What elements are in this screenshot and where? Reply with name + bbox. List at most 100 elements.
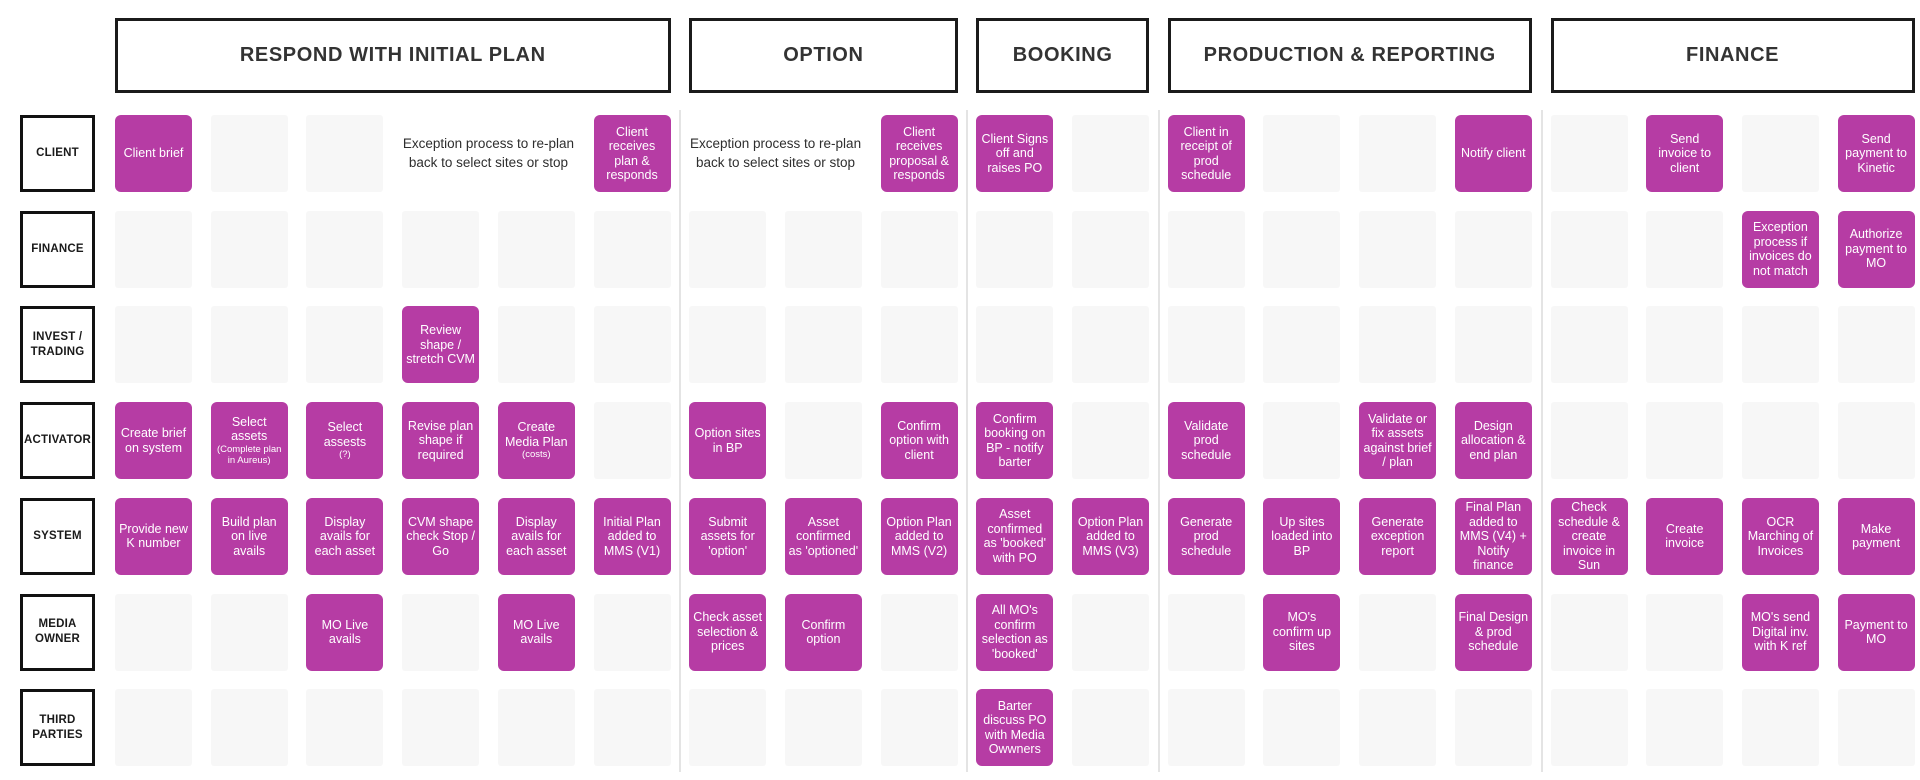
card-text: Client Signs off and raises PO <box>981 131 1049 175</box>
empty-cell <box>1263 689 1341 767</box>
card-media-owner-7[interactable]: Check asset selection & prices <box>689 593 767 671</box>
card-system-3[interactable]: Display avails for each asset <box>306 497 384 575</box>
empty-cell <box>1646 593 1724 671</box>
card-client-19[interactable]: Send payment to Kinetic <box>1837 115 1915 192</box>
card-media-owner-19[interactable]: Payment to MO <box>1837 593 1915 671</box>
card-system-1[interactable]: Provide new K number <box>115 497 192 575</box>
card-activator-12[interactable]: Validate prod schedule <box>1167 402 1245 480</box>
card-system-6[interactable]: Initial Plan added to MMS (V1) <box>593 497 671 575</box>
lane-title: CLIENT <box>36 147 79 160</box>
card-text: Select assests <box>323 420 367 449</box>
card-subtext: (costs) <box>522 449 551 461</box>
card-activator-14[interactable]: Validate or fix assets against brief / p… <box>1359 402 1437 480</box>
card-media-owner-5[interactable]: MO Live avails <box>497 593 575 671</box>
card-activator-5[interactable]: Create Media Plan(costs) <box>497 402 575 480</box>
card-system-14[interactable]: Generate exception report <box>1359 497 1437 575</box>
empty-cell <box>1359 593 1437 671</box>
empty-cell <box>1550 689 1628 767</box>
card-activator-7[interactable]: Option sites in BP <box>689 402 767 480</box>
phase-title: BOOKING <box>1012 44 1113 66</box>
card-text: Display avails for each asset <box>506 514 567 558</box>
card-text: Asset confirmed as 'booked' with PO <box>983 507 1047 565</box>
card-activator-4[interactable]: Revise plan shape if required <box>402 402 480 480</box>
card-media-owner-18[interactable]: MO's send Digital inv. with K ref <box>1741 593 1819 671</box>
empty-cell <box>1837 689 1915 767</box>
card-client-1[interactable]: Client brief <box>115 115 192 192</box>
card-system-16[interactable]: Check schedule & create invoice in Sun <box>1550 497 1628 575</box>
empty-cell <box>1550 593 1628 671</box>
card-client-15[interactable]: Notify client <box>1454 115 1532 192</box>
card-text: Client receives plan & responds <box>606 124 658 183</box>
card-system-4[interactable]: CVM shape check Stop / Go <box>402 497 480 575</box>
card-finance-19[interactable]: Authorize payment to MO <box>1837 210 1915 288</box>
empty-cell <box>1550 115 1628 192</box>
card-client-12[interactable]: Client in receipt of prod schedule <box>1167 115 1245 192</box>
lane-title: SYSTEM <box>33 529 82 542</box>
card-text: MO's confirm up sites <box>1272 610 1332 654</box>
card-activator-10[interactable]: Confirm booking on BP - notify barter <box>976 402 1054 480</box>
lane-label-invest-trading: INVEST / TRADING <box>20 306 95 384</box>
card-activator-2[interactable]: Select assets(Complete plan in Aureus) <box>210 402 288 480</box>
card-media-owner-13[interactable]: MO's confirm up sites <box>1263 593 1341 671</box>
card-system-13[interactable]: Up sites loaded into BP <box>1263 497 1341 575</box>
card-system-18[interactable]: OCR Marching of Invoices <box>1741 497 1819 575</box>
card-activator-3[interactable]: Select assests(?) <box>306 402 384 480</box>
empty-cell <box>784 306 862 384</box>
empty-cell <box>784 402 862 480</box>
note-text: Exception process to re-plan back to sel… <box>689 135 862 170</box>
card-system-8[interactable]: Asset confirmed as 'optioned' <box>784 497 862 575</box>
card-system-15[interactable]: Final Plan added to MMS (V4) + Notify fi… <box>1454 497 1532 575</box>
card-client-9[interactable]: Client receives proposal & responds <box>880 115 958 192</box>
empty-cell <box>880 689 958 767</box>
lane-title: FINANCE <box>31 242 84 255</box>
card-activator-9[interactable]: Confirm option with client <box>880 402 958 480</box>
card-text: Barter discuss PO with Media Owwners <box>983 698 1047 757</box>
phase-header-booking: BOOKING <box>976 18 1149 93</box>
card-text: Up sites loaded into BP <box>1271 514 1333 558</box>
card-system-9[interactable]: Option Plan added to MMS (V2) <box>880 497 958 575</box>
lane-title: ACTIVATOR <box>24 434 91 447</box>
phase-divider <box>1540 110 1543 772</box>
empty-cell <box>497 210 575 288</box>
card-media-owner-10[interactable]: All MO's confirm selection as 'booked' <box>976 593 1054 671</box>
empty-cell <box>1837 402 1915 480</box>
card-media-owner-8[interactable]: Confirm option <box>784 593 862 671</box>
card-client-6[interactable]: Client receives plan & responds <box>593 115 671 192</box>
card-third-parties-10[interactable]: Barter discuss PO with Media Owwners <box>976 689 1054 767</box>
card-text: Select assets <box>231 414 268 444</box>
card-media-owner-3[interactable]: MO Live avails <box>306 593 384 671</box>
card-activator-1[interactable]: Create brief on system <box>115 402 192 480</box>
card-text: Payment to MO <box>1844 617 1908 647</box>
card-system-12[interactable]: Generate prod schedule <box>1167 497 1245 575</box>
card-text: OCR Marching of Invoices <box>1747 514 1814 558</box>
empty-cell <box>115 593 192 671</box>
card-subtext: (?) <box>339 449 351 461</box>
phase-header-finance: FINANCE <box>1550 18 1915 93</box>
card-system-7[interactable]: Submit assets for 'option' <box>689 497 767 575</box>
card-system-17[interactable]: Create invoice <box>1646 497 1724 575</box>
card-system-10[interactable]: Asset confirmed as 'booked' with PO <box>976 497 1054 575</box>
card-text: Exception process if invoices do not mat… <box>1749 220 1812 278</box>
card-system-11[interactable]: Option Plan added to MMS (V3) <box>1072 497 1149 575</box>
card-text: Display avails for each asset <box>314 514 376 558</box>
lane-label-third-parties: THIRD PARTIES <box>20 689 95 767</box>
empty-cell <box>689 306 767 384</box>
empty-cell <box>880 210 958 288</box>
phase-divider <box>679 110 682 772</box>
card-invest-trading-4[interactable]: Review shape / stretch CVM <box>402 306 480 384</box>
phase-title: RESPOND WITH INITIAL PLAN <box>239 44 546 66</box>
card-system-2[interactable]: Build plan on live avails <box>210 497 288 575</box>
empty-cell <box>689 210 767 288</box>
card-finance-18[interactable]: Exception process if invoices do not mat… <box>1741 210 1819 288</box>
card-text: Make payment <box>1852 521 1901 551</box>
card-activator-15[interactable]: Design allocation & end plan <box>1454 402 1532 480</box>
card-media-owner-15[interactable]: Final Design & prod schedule <box>1454 593 1532 671</box>
card-system-19[interactable]: Make payment <box>1837 497 1915 575</box>
card-text: Option Plan added to MMS (V3) <box>1077 514 1144 558</box>
card-client-10[interactable]: Client Signs off and raises PO <box>976 115 1054 192</box>
card-text: Confirm option with client <box>889 418 949 462</box>
empty-cell <box>306 210 384 288</box>
lane-title: INVEST / TRADING <box>30 330 85 358</box>
card-system-5[interactable]: Display avails for each asset <box>497 497 575 575</box>
card-client-17[interactable]: Send invoice to client <box>1646 115 1724 192</box>
